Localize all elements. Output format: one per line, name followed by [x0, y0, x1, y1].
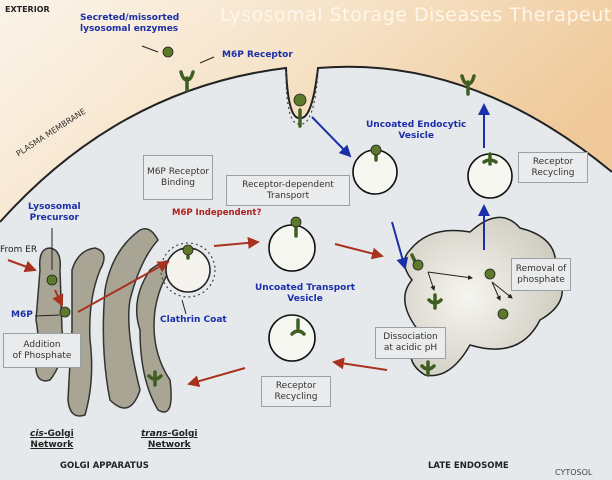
label-line: Uncoated Endocytic: [366, 120, 467, 130]
box-line: Transport: [266, 190, 310, 201]
page-title: Lysosomal Storage Diseases Therapeutics: [220, 4, 612, 26]
box-line: at acidic pH: [383, 343, 438, 353]
exterior-region: [0, 0, 612, 222]
endocytic-arrows: [311, 103, 490, 270]
m6p-label: M6P: [11, 310, 33, 320]
label-line: Lysosomal: [28, 202, 81, 212]
lysosomal-enzyme-icons: [46, 46, 509, 320]
label-suffix: -Golgi: [167, 429, 198, 439]
box-line: Addition: [23, 339, 61, 350]
recycling-vesicle-bottom: [268, 314, 316, 362]
golgi-apparatus: [35, 228, 176, 417]
secreted-enzymes-label: Secreted/missorted lysosomal enzymes: [80, 13, 179, 35]
cis-golgi-network-label: cis-Golgi Network: [30, 429, 74, 451]
label-line: Network: [147, 440, 191, 450]
box-line: phosphate: [517, 274, 565, 285]
clathrin-coat-label: Clathrin Coat: [160, 315, 227, 325]
dissociation-arrows: [427, 271, 513, 301]
uncoated-endocytic-vesicle-label: Uncoated Endocytic Vesicle: [366, 120, 466, 142]
label-prefix: trans: [141, 429, 168, 439]
exterior-label: EXTERIOR: [5, 5, 50, 14]
box-line: Removal of: [515, 263, 567, 274]
box-line: Recycling: [274, 391, 318, 402]
box-line: M6P Receptor: [146, 166, 210, 177]
box-line: Recycling: [531, 167, 575, 178]
cytosol-label: CYTOSOL: [555, 468, 593, 477]
late-endosome-label: LATE ENDOSOME: [428, 461, 509, 471]
box-line: Dissociation: [383, 332, 438, 342]
label-line: Vesicle: [398, 131, 434, 141]
box-line: Binding: [160, 177, 195, 188]
biosynthetic-arrows: [7, 236, 388, 388]
pointer-lines: [34, 45, 215, 317]
label-line: lysosomal enzymes: [80, 24, 179, 34]
golgi-apparatus-label: GOLGI APPARATUS: [60, 461, 149, 471]
box-line: of Phosphate: [12, 350, 72, 361]
label-line: Precursor: [29, 213, 79, 223]
uncoated-transport-vesicle-label: Uncoated Transport Vesicle: [255, 283, 355, 305]
label-line: Uncoated Transport: [255, 283, 356, 293]
label-line: Vesicle: [287, 294, 323, 304]
lysosomal-precursor-label: Lysosomal Precursor: [28, 202, 81, 224]
transport-vesicle: [268, 224, 316, 272]
label-prefix: cis: [30, 429, 44, 439]
label-line: Secreted/missorted: [80, 13, 180, 23]
m6p-independent-label: M6P Independent?: [172, 208, 262, 218]
m6p-receptor-label: M6P Receptor: [222, 50, 293, 60]
from-er-label: From ER: [0, 245, 38, 255]
clathrin-pit-coat: [285, 71, 319, 125]
label-suffix: -Golgi: [43, 429, 74, 439]
label-line: Network: [30, 440, 74, 450]
box-line: Receptor: [532, 156, 574, 167]
box-line: Receptor: [275, 380, 317, 391]
box-line: Receptor-dependent: [242, 179, 334, 190]
trans-golgi-network-label: trans-Golgi Network: [141, 429, 198, 451]
